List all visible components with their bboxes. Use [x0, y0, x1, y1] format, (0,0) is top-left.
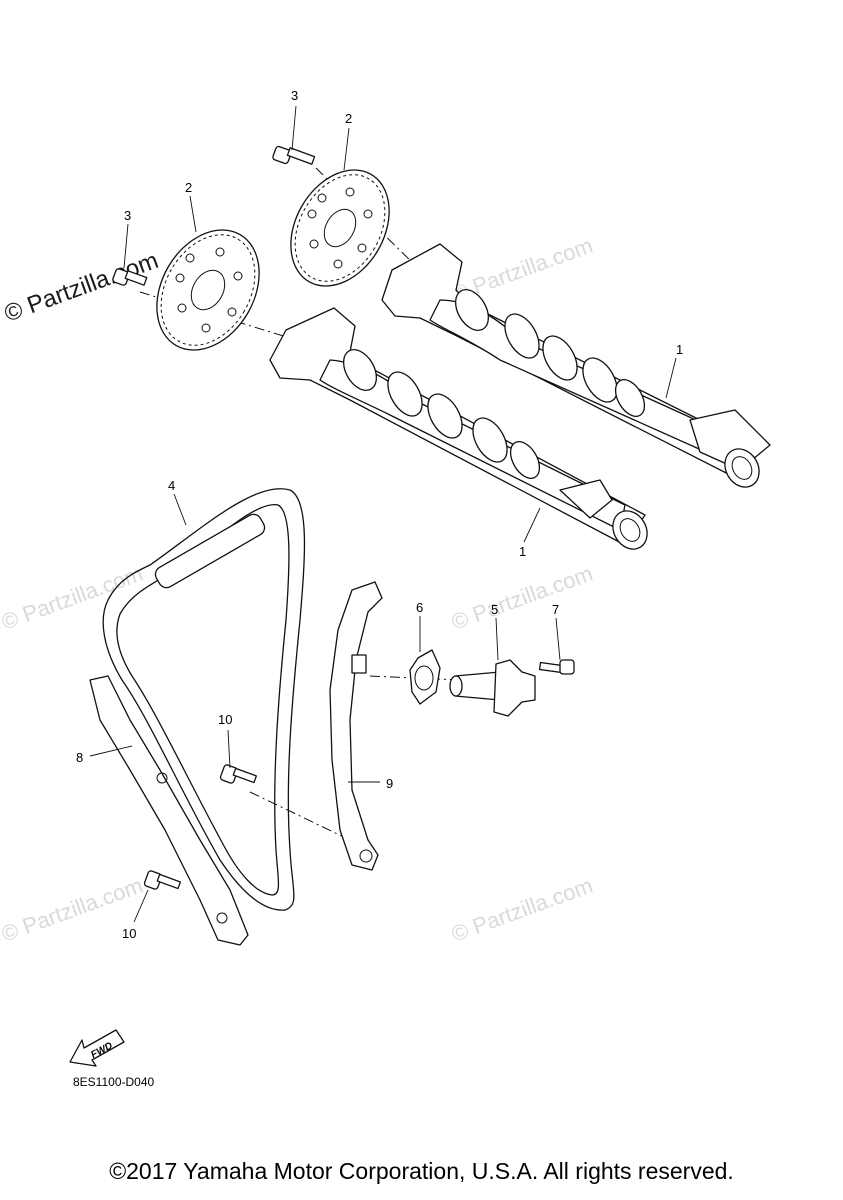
- tensioner-bolt: [538, 659, 575, 675]
- diagram-code: 8ES1100-D040: [73, 1075, 154, 1089]
- leader-lines: [89, 105, 677, 923]
- callout-10: 10: [122, 926, 136, 941]
- watermark-text: © Partzilla.com: [448, 561, 596, 635]
- watermark-text: © Partzilla.com: [1, 247, 162, 328]
- callout-1: 1: [676, 342, 683, 357]
- camshaft-upper: [381, 243, 771, 488]
- sprocket-lower: [156, 229, 260, 351]
- tensioner-guide: [329, 581, 383, 871]
- callout-2: 2: [185, 180, 192, 195]
- sprocket-upper: [290, 169, 390, 287]
- guide-bolt-lower: [143, 870, 182, 890]
- bolt-lower: [112, 268, 148, 286]
- callout-7: 7: [552, 602, 559, 617]
- watermark-text: © Partzilla.com: [0, 561, 146, 635]
- cam-chain: [102, 488, 306, 911]
- copyright-notice: ©2017 Yamaha Motor Corporation, U.S.A. A…: [109, 1158, 734, 1184]
- guide-bolt-upper: [219, 764, 258, 784]
- callout-4: 4: [168, 478, 175, 493]
- callout-1: 1: [519, 544, 526, 559]
- chain-links: [154, 513, 266, 589]
- callout-3: 3: [124, 208, 131, 223]
- callout-10: 10: [218, 712, 232, 727]
- callout-5: 5: [491, 602, 498, 617]
- fwd-arrow-icon: FWD: [69, 1029, 125, 1067]
- chain-tensioner: [449, 659, 536, 717]
- chain-guide: [89, 675, 249, 946]
- callout-9: 9: [386, 776, 393, 791]
- callout-8: 8: [76, 750, 83, 765]
- tensioner-gasket: [409, 649, 441, 705]
- watermark-text: © Partzilla.com: [448, 873, 596, 947]
- callout-6: 6: [416, 600, 423, 615]
- callout-3: 3: [291, 88, 298, 103]
- callout-2: 2: [345, 111, 352, 126]
- bolt-upper: [272, 145, 316, 165]
- callouts: 3 2 2 3 1 4 1 6 5 7 10 8 9 10: [76, 88, 683, 941]
- camshaft-lower: [269, 307, 648, 550]
